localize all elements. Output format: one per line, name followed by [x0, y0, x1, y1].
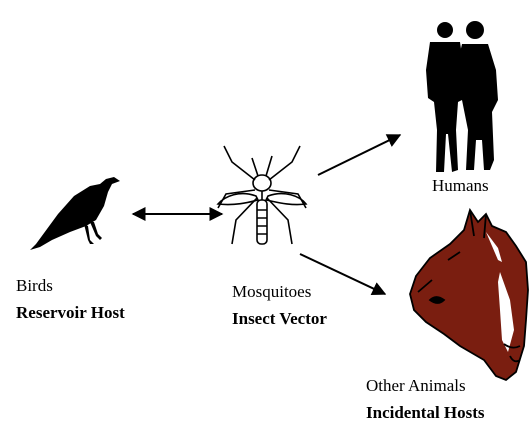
bird-icon: [30, 177, 120, 250]
humans-label: Humans: [432, 176, 489, 196]
mosquito-icon: [218, 146, 306, 244]
birds-label: Birds: [16, 276, 53, 296]
animals-label: Other Animals: [366, 376, 466, 396]
arrow-mosquitoes-humans: [318, 135, 400, 175]
mosquitoes-role-label: Insect Vector: [232, 309, 327, 329]
animals-role-label: Incidental Hosts: [366, 403, 485, 423]
mosquitoes-label: Mosquitoes: [232, 282, 311, 302]
humans-icon: [426, 21, 498, 172]
arrow-mosquitoes-animals: [300, 254, 385, 294]
birds-role-label: Reservoir Host: [16, 303, 125, 323]
horse-icon: [410, 210, 528, 380]
